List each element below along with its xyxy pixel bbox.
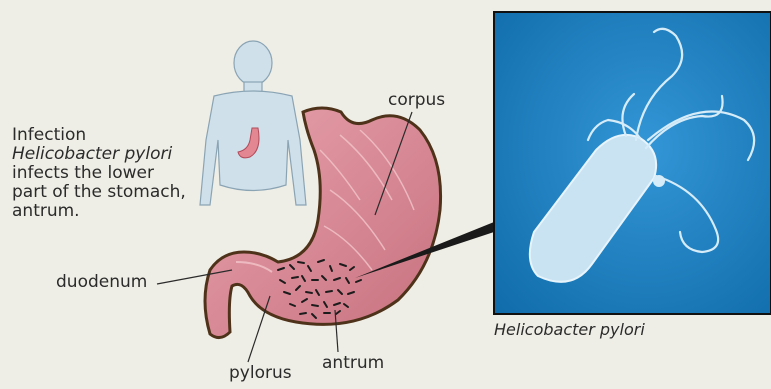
micrograph-panel	[494, 12, 771, 314]
label-corpus: corpus	[388, 91, 445, 110]
infection-line-5: antrum.	[12, 202, 186, 221]
label-antrum: antrum	[322, 354, 384, 373]
human-body-silhouette	[200, 41, 306, 205]
infection-line-2: Helicobacter pylori	[12, 145, 186, 164]
label-pylorus: pylorus	[229, 364, 292, 383]
infection-line-4: part of the stomach,	[12, 183, 186, 202]
infection-line-3: infects the lower	[12, 164, 186, 183]
micrograph-caption: Helicobacter pylori	[494, 320, 645, 339]
infection-line-1: Infection	[12, 126, 186, 145]
label-duodenum: duodenum	[56, 273, 147, 292]
infection-description: Infection Helicobacter pylori infects th…	[12, 126, 186, 221]
